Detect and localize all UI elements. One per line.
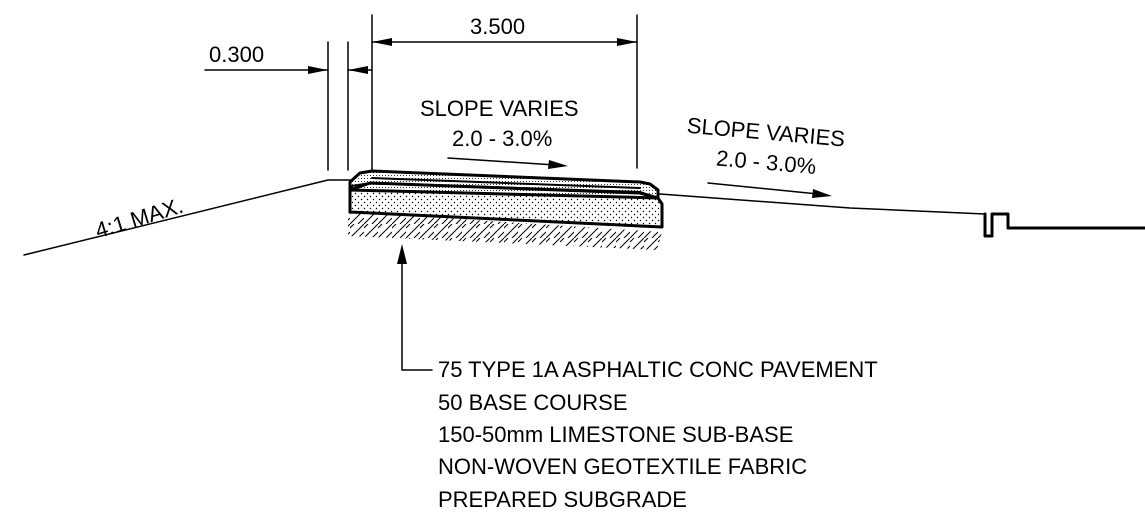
arrowhead — [397, 244, 407, 264]
right-slope-arrow — [707, 182, 832, 198]
side-slope-line — [23, 179, 329, 256]
right-ground-line — [659, 193, 986, 215]
ground-profile — [23, 179, 1145, 256]
pavement-section — [348, 169, 664, 250]
notes-leader — [397, 244, 433, 371]
offset-dimension-label: 0.300 — [209, 42, 264, 67]
layer-notes: 75 TYPE 1A ASPHALTIC CONC PAVEMENT 50 BA… — [438, 357, 878, 512]
layer-note: 50 BASE COURSE — [438, 390, 628, 415]
dimension-lines — [204, 14, 638, 173]
width-dimension-label: 3.500 — [470, 14, 525, 39]
right-slope-value: 2.0 - 3.0% — [715, 145, 817, 179]
path-slope-arrow — [447, 157, 568, 169]
arrowhead — [308, 66, 328, 74]
arrowhead — [372, 38, 392, 46]
arrowhead — [348, 66, 368, 74]
curb-profile — [983, 212, 1145, 238]
asphalt-layer — [348, 169, 660, 200]
path-slope-value: 2.0 - 3.0% — [452, 126, 552, 151]
asphalt-inner-line — [371, 177, 641, 189]
layer-note: PREPARED SUBGRADE — [438, 487, 687, 512]
arrowhead — [617, 38, 637, 46]
right-slope-label: SLOPE VARIES — [686, 113, 846, 152]
layer-note: 150-50mm LIMESTONE SUB-BASE — [438, 422, 793, 447]
layer-note: 75 TYPE 1A ASPHALTIC CONC PAVEMENT — [438, 357, 878, 382]
layer-note: NON-WOVEN GEOTEXTILE FABRIC — [438, 454, 807, 479]
path-slope-label: SLOPE VARIES — [420, 96, 579, 121]
